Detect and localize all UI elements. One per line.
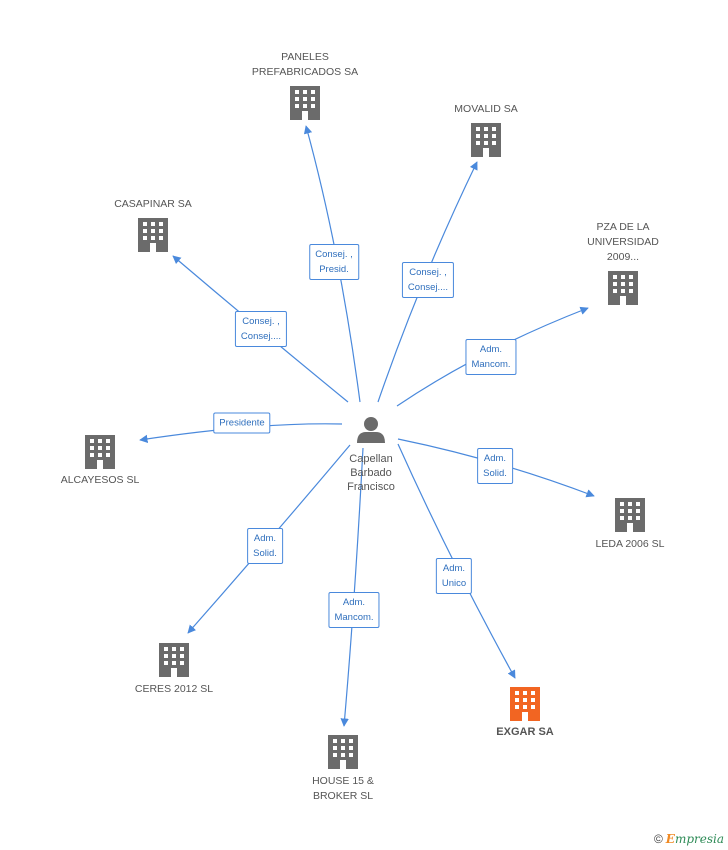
edge-label-line: Consej. ,	[409, 267, 447, 278]
building-icon-leda[interactable]	[615, 498, 645, 532]
person-icon[interactable]	[357, 417, 385, 443]
company-label-line: PANELES	[281, 51, 329, 63]
edge-label-line: Mancom.	[334, 612, 374, 623]
company-label-casapinar[interactable]: CASAPINAR SA	[114, 197, 192, 212]
edge-label-exgar[interactable]: Adm. Unico	[435, 558, 473, 594]
edge-label-line: Adm.	[479, 344, 503, 355]
company-label-pza[interactable]: PZA DE LA UNIVERSIDAD 2009...	[587, 220, 659, 265]
edge-label-casapinar[interactable]: Consej. , Consej....	[234, 311, 288, 347]
building-icon-alcayesos[interactable]	[85, 435, 115, 469]
edge-label-line: Consej....	[240, 331, 282, 342]
edge-label-leda[interactable]: Adm. Solid.	[477, 448, 513, 484]
company-label-line: HOUSE 15 &	[312, 775, 374, 787]
edge-label-line: Solid.	[483, 468, 507, 479]
edge-label-line: Solid.	[253, 548, 277, 559]
company-label-line: BROKER SL	[312, 790, 374, 802]
company-label-line: EXGAR SA	[496, 726, 554, 738]
company-label-house[interactable]: HOUSE 15 & BROKER SL	[312, 774, 374, 804]
edge-label-line: Presidente	[219, 417, 265, 429]
company-label-line: LEDA 2006 SL	[595, 538, 665, 550]
empresia-logo[interactable]: Empresia	[665, 832, 724, 846]
edge-label-line: Consej....	[407, 282, 449, 293]
building-icon-paneles[interactable]	[290, 86, 320, 120]
building-icon-house[interactable]	[328, 735, 358, 769]
edge-label-movalid[interactable]: Consej. , Consej....	[401, 262, 455, 298]
person-name-line: Barbado	[350, 467, 392, 479]
company-label-leda[interactable]: LEDA 2006 SL	[596, 537, 665, 552]
edge-label-alcayesos[interactable]: Presidente	[213, 412, 271, 434]
company-label-ceres[interactable]: CERES 2012 SL	[135, 682, 213, 697]
edge-label-line: Adm.	[253, 533, 277, 544]
company-label-line: ALCAYESOS SL	[60, 474, 140, 486]
person-name-line: Francisco	[347, 481, 395, 493]
edge-label-line: Unico	[441, 578, 467, 589]
company-label-exgar[interactable]: EXGAR SA	[496, 725, 553, 740]
company-label-line: UNIVERSIDAD	[587, 236, 659, 248]
company-label-line: PREFABRICADOS SA	[251, 66, 359, 78]
company-label-line: PZA DE LA	[596, 221, 650, 233]
edge-label-house[interactable]: Adm. Mancom.	[328, 592, 380, 628]
copyright-icon: ©	[653, 832, 663, 846]
edge-label-ceres[interactable]: Adm. Solid.	[247, 528, 283, 564]
footer-credit: © Empresia	[654, 832, 724, 846]
company-label-line: CERES 2012 SL	[134, 683, 214, 695]
edge-label-pza[interactable]: Adm. Mancom.	[465, 339, 517, 375]
building-icon-pza[interactable]	[608, 271, 638, 305]
building-icon-exgar[interactable]	[510, 687, 540, 721]
company-label-line: MOVALID SA	[454, 103, 518, 115]
edge-label-line: Presid.	[319, 264, 349, 275]
person-name-line: Capellan	[349, 453, 393, 465]
building-icon-ceres[interactable]	[159, 643, 189, 677]
edge-label-line: Consej. ,	[315, 249, 353, 260]
edge-label-line: Consej. ,	[242, 316, 280, 327]
company-label-line: 2009...	[606, 251, 640, 263]
company-label-paneles[interactable]: PANELES PREFABRICADOS SA	[252, 50, 358, 80]
nodes-layer	[85, 86, 645, 769]
company-label-alcayesos[interactable]: ALCAYESOS SL	[61, 473, 140, 488]
company-label-line: CASAPINAR SA	[114, 198, 192, 210]
building-icon-casapinar[interactable]	[138, 218, 168, 252]
edge-label-line: Adm.	[442, 563, 466, 574]
edge-label-line: Mancom.	[471, 359, 511, 370]
edge-label-line: Adm.	[342, 597, 366, 608]
edge-label-line: Adm.	[483, 453, 507, 464]
company-label-movalid[interactable]: MOVALID SA	[454, 102, 517, 117]
building-icon-movalid[interactable]	[471, 123, 501, 157]
edge-label-paneles[interactable]: Consej. , Presid.	[309, 244, 359, 280]
